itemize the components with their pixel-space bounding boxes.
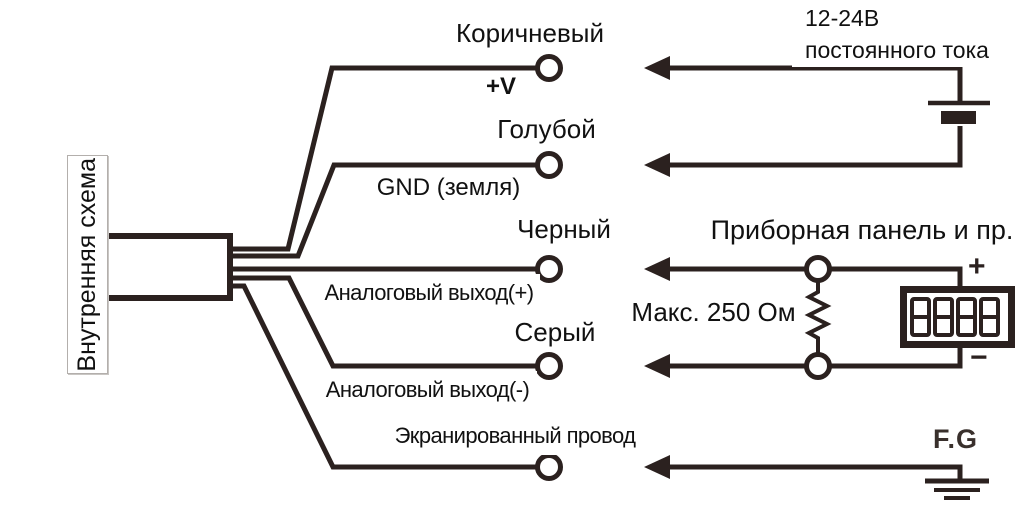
- resistor-icon: [804, 281, 832, 355]
- label-power-supply: 12-24В постоянного тока: [792, 2, 1024, 67]
- wire-ground: [668, 464, 963, 481]
- arrow-left-icon: [644, 153, 670, 177]
- panel-minus-sign: −: [970, 341, 988, 374]
- connector-block: [103, 233, 233, 301]
- ground-icon: [925, 478, 989, 500]
- label-signal-analog-minus: Аналоговый выход(-): [318, 371, 537, 409]
- arrow-left-icon: [644, 257, 670, 281]
- label-wire-black: Черный: [476, 211, 652, 249]
- label-signal-plus-v: +V: [486, 73, 517, 101]
- internal-circuit-label-box: Внутренняя схема: [67, 155, 108, 374]
- wire-shield: [232, 283, 537, 470]
- wire-panel-plus: [668, 266, 963, 291]
- panel-plus-sign: +: [968, 250, 986, 283]
- power-supply-line2: постоянного тока: [805, 36, 989, 63]
- device-body: [0, 170, 66, 373]
- arrow-left-icon: [644, 56, 670, 80]
- terminal-black: [535, 255, 563, 283]
- wire-blue: [232, 162, 537, 259]
- label-signal-gnd: GND (земля): [367, 168, 530, 207]
- battery-icon: [928, 100, 990, 124]
- terminal-blue: [535, 151, 563, 179]
- terminal-brown: [535, 54, 563, 82]
- label-signal-analog-plus: Аналоговый выход(+): [318, 274, 540, 312]
- junction-dot: [804, 352, 832, 380]
- seven-segment-display-icon: [900, 286, 1015, 348]
- terminal-shield: [535, 453, 563, 481]
- frame-ground-label: F.G: [933, 424, 979, 454]
- terminal-gray: [535, 352, 563, 380]
- arrow-left-icon: [644, 455, 670, 479]
- label-wire-gray: Серый: [492, 314, 618, 352]
- wire-supply-plus: [668, 65, 963, 101]
- wire-supply-minus: [668, 126, 963, 168]
- arrow-left-icon: [644, 354, 670, 378]
- label-wire-shield: Экранированный провод: [393, 417, 637, 455]
- label-wire-brown: Коричневый: [442, 14, 618, 53]
- label-panel-title: Приборная панель и пр.: [707, 209, 1017, 252]
- wire-gray: [232, 275, 537, 369]
- junction-dot: [804, 255, 832, 283]
- label-max-resistance: Макс. 250 Ом: [631, 293, 796, 332]
- wire-brown: [232, 65, 537, 252]
- label-wire-blue: Голубой: [457, 110, 636, 149]
- internal-circuit-label: Внутренняя схема: [73, 157, 101, 372]
- power-supply-line1: 12-24В: [805, 5, 880, 32]
- wire-panel-minus: [668, 343, 963, 369]
